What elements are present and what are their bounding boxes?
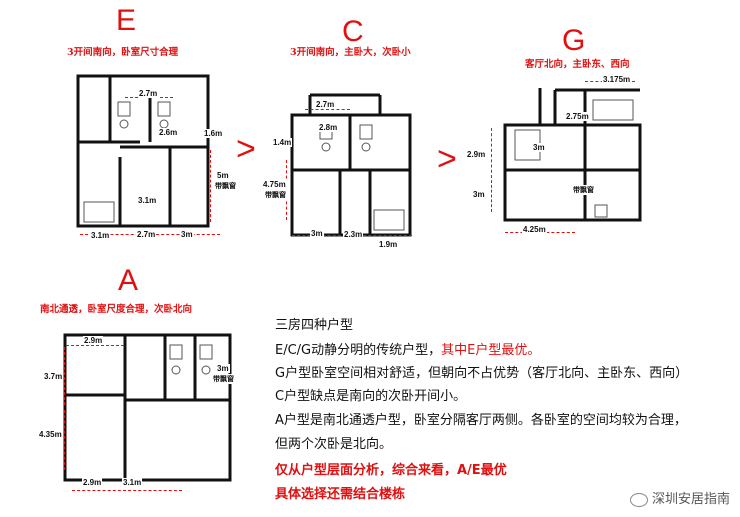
plan-c-dim-1: 2.7m (315, 100, 336, 109)
plan-g-dim-6: 4.25m (522, 225, 547, 234)
plan-e-dim-1: 2.7m (138, 89, 159, 98)
summary-line-6: 仅从户型层面分析，综合来看，A/E最优 (275, 463, 507, 478)
plan-g-drawing (503, 88, 642, 222)
summary-line-1: E/C/G动静分明的传统户型，其中E户型最优。 (275, 339, 540, 358)
summary-line-4: A户型是南北通透户型，卧室分隔客厅两侧。各卧室的空间均较为合理， (275, 413, 687, 428)
plan-a-dimvline-1 (64, 347, 65, 405)
plan-c-dim-5: 3m (310, 229, 324, 238)
plan-e-dim-3: 1.6m (203, 129, 224, 138)
plan-g-dim-5: 3m (472, 190, 486, 199)
summary-line-7: 具体选择还需结合楼栋 (275, 487, 406, 502)
plan-c-dim-2: 2.8m (318, 123, 339, 132)
plan-a-drawing (63, 333, 232, 482)
plan-a-note: 南北通透，卧室尺度合理，次卧北向 (40, 304, 193, 315)
watermark: 深圳安居指南 (629, 488, 730, 507)
plan-a-dim-2: 3.7m (43, 372, 64, 381)
plan-e-dim-7: 2.7m (136, 230, 157, 239)
plan-c-dim-3: 1.4m (272, 138, 293, 147)
summary-line-2: G户型卧室空间相对舒适，但朝向不占优势（客厅北向、主卧东、西向） (275, 366, 689, 381)
plan-c-dim-7: 1.9m (378, 240, 399, 249)
plan-e-dim-4: 3.1m (137, 196, 158, 205)
plan-a-dimline-1 (66, 345, 124, 346)
plan-a-dimvline-2 (64, 410, 65, 470)
watermark-text: 深圳安居指南 (651, 492, 730, 507)
plan-a-dim-4: 3m (216, 364, 230, 373)
summary-line-5: 但两个次卧是北向。 (275, 437, 393, 452)
plan-g-dim-2: 2.75m (565, 112, 590, 121)
plan-c-drawing (290, 93, 412, 237)
plan-c-dim-6: 2.3m (343, 230, 364, 239)
plan-c-window: 带飘窗 (264, 190, 287, 200)
plan-a-dim-6: 3.1m (122, 478, 143, 487)
plan-e-dim-5: 5m (216, 171, 230, 180)
plan-c-note: 3开间南向，主卧大，次卧小 (290, 47, 411, 58)
summary-line-3: C户型缺点是南向的次卧开间小。 (275, 389, 467, 404)
plan-c-dim-4: 4.75m (262, 180, 287, 189)
plan-e-letter: E (116, 4, 137, 37)
plan-a-dim-1: 2.9m (83, 336, 104, 345)
plan-g-dimvline-2 (491, 180, 492, 212)
summary-line-1b: 其中E户型最优。 (441, 343, 541, 358)
summary-line-1a: E/C/G动静分明的传统户型， (275, 343, 442, 358)
arrow-c-g: > (437, 140, 457, 178)
plan-e-dim-2: 2.6m (158, 128, 179, 137)
plan-g-dimvline-1 (491, 128, 492, 178)
plan-g-dim-4: 3m (532, 143, 546, 152)
summary-title: 三房四种户型 (275, 318, 354, 333)
plan-g-window: 带飘窗 (572, 185, 595, 195)
plan-c-dimline-1 (305, 109, 350, 110)
plan-e-dimvline (210, 150, 211, 222)
plan-a-letter: A (118, 264, 139, 297)
plan-e-note: 3开间南向，卧室尺寸合理 (67, 47, 179, 58)
plan-g-dim-1: 3.175m (602, 75, 632, 84)
plan-c-letter: C (342, 15, 364, 48)
plan-a-dimline-2 (72, 490, 182, 491)
plan-g-dim-3: 2.9m (466, 150, 487, 159)
plan-e-drawing (76, 74, 210, 228)
plan-e-window: 带飘窗 (214, 181, 237, 191)
plan-a-dim-3: 4.35m (38, 430, 63, 439)
plan-e-dim-8: 3m (180, 230, 194, 239)
plan-g-letter: G (562, 24, 586, 57)
plan-g-note: 客厅北向，主卧东、西向 (525, 59, 630, 70)
plan-a-window: 带飘窗 (212, 374, 235, 384)
arrow-e-c: > (236, 130, 256, 168)
wechat-icon (629, 492, 648, 507)
plan-a-dim-5: 2.9m (82, 478, 103, 487)
plan-e-dim-6: 3.1m (90, 231, 111, 240)
